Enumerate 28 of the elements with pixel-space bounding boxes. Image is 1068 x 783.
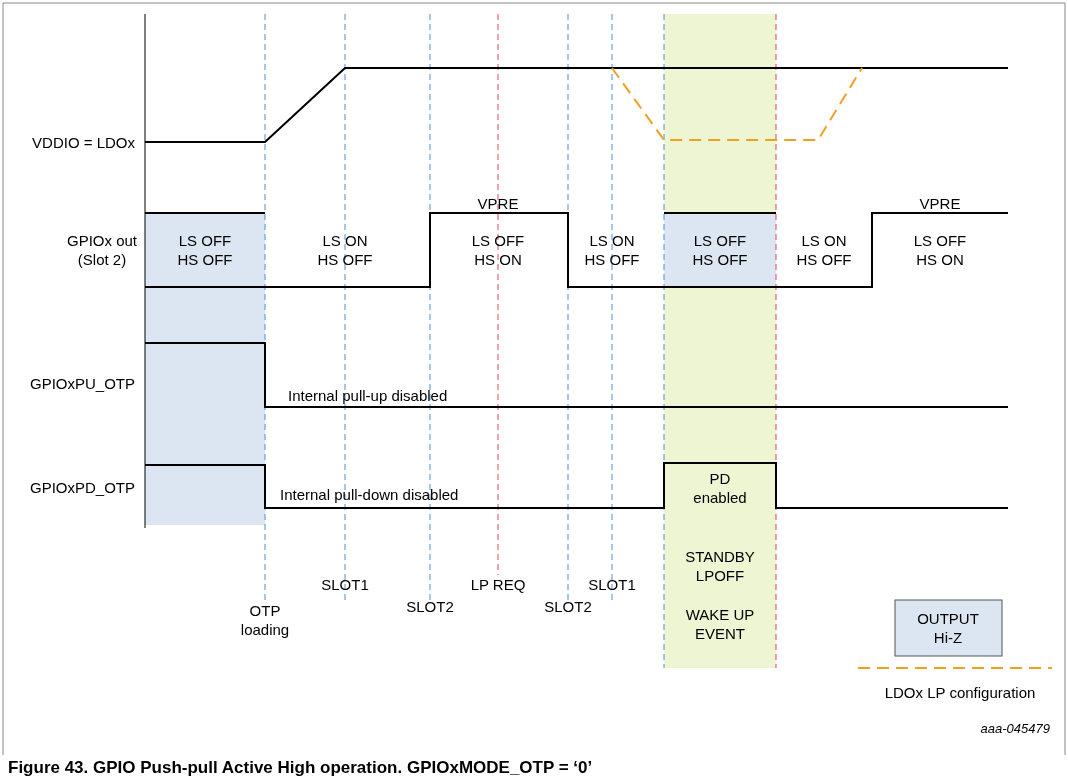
time-marker-label: SLOT2 [406, 596, 454, 616]
event-label: STANDBY LPOFF [684, 547, 756, 585]
state-label: LS ON HS OFF [795, 231, 853, 269]
state-label: LS ON HS OFF [316, 231, 374, 269]
time-marker-label: OTP loading [239, 601, 291, 639]
time-marker-label: SLOT2 [544, 596, 592, 616]
time-marker-label: WAKE UP EVENT [684, 605, 756, 643]
legend-label: LDOx LP configuration [884, 682, 1036, 702]
state-label: LS OFF HS ON [912, 231, 968, 269]
state-note: Internal pull-down disabled [280, 484, 459, 504]
signal-name: GPIOx out (Slot 2) [66, 231, 138, 269]
signal-name: GPIOxPU_OTP [29, 373, 135, 393]
level-label: VPRE [477, 193, 519, 213]
time-marker-label: SLOT1 [588, 574, 636, 594]
state-label: PD enabled [692, 469, 748, 507]
state-label: LS OFF HS OFF [691, 231, 749, 269]
time-marker-label: SLOT1 [321, 574, 369, 594]
state-label: LS OFF HS ON [470, 231, 526, 269]
legend-label: OUTPUT Hi-Z [916, 609, 980, 647]
signal-name: VDDIO = LDOx [32, 132, 135, 152]
figure-id: aaa-045479 [980, 719, 1050, 738]
state-note: Internal pull-up disabled [288, 385, 448, 405]
level-label: VPRE [919, 193, 961, 213]
figure-caption: Figure 43. GPIO Push-pull Active High operation. GPIOxMODE_OTP = ‘0’ [8, 757, 593, 777]
state-label: LS ON HS OFF [583, 231, 641, 269]
state-label: LS OFF HS OFF [176, 231, 234, 269]
signal-name: GPIOxPD_OTP [29, 477, 135, 497]
time-marker-label: LP REQ [470, 574, 526, 594]
